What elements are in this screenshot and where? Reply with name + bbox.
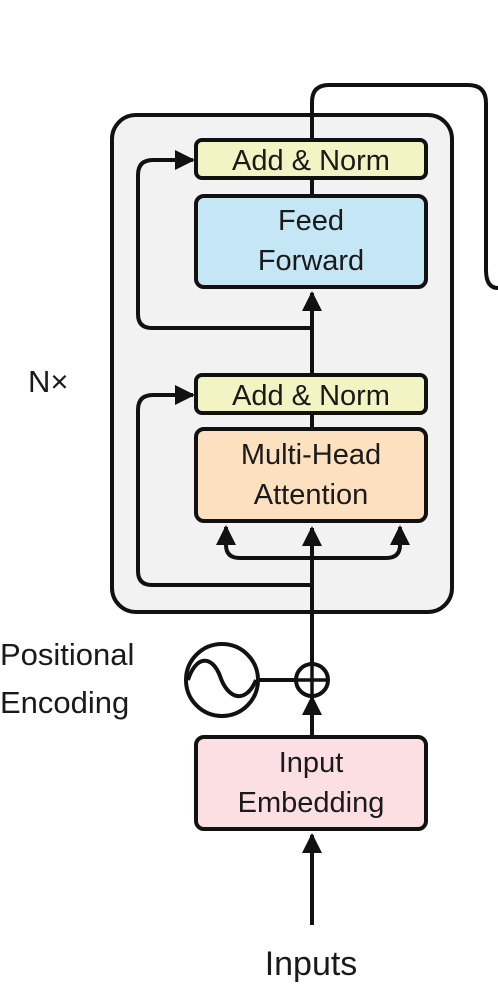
repeat-label: N× — [28, 364, 69, 399]
feed-forward-label-line1: Feed — [278, 205, 344, 237]
positional-encoding-label-line2: Encoding — [0, 685, 129, 720]
input-embedding-box — [194, 735, 428, 831]
lower-add-norm-label: Add & Norm — [232, 380, 390, 412]
feed-forward-label-line2: Forward — [258, 245, 364, 277]
output-connector — [310, 83, 498, 290]
lower-add-norm-box — [194, 373, 428, 415]
inputs-label: Inputs — [265, 945, 358, 983]
attention-label-line2: Attention — [254, 479, 368, 511]
feed-forward-box — [194, 194, 428, 289]
qkv-branch — [224, 528, 402, 560]
multi-head-attention-box — [194, 427, 428, 523]
positional-encoding-label-line1: Positional — [0, 637, 134, 672]
upper-add-norm-box — [194, 138, 428, 180]
upper-add-norm-label: Add & Norm — [232, 145, 390, 177]
residual-ff — [136, 150, 312, 330]
residual-attention — [136, 385, 312, 587]
input-embedding-label-line2: Embedding — [238, 787, 385, 819]
attention-label-line1: Multi-Head — [241, 439, 381, 471]
sine-wave-icon — [186, 658, 258, 699]
input-embedding-label-line1: Input — [279, 747, 344, 779]
